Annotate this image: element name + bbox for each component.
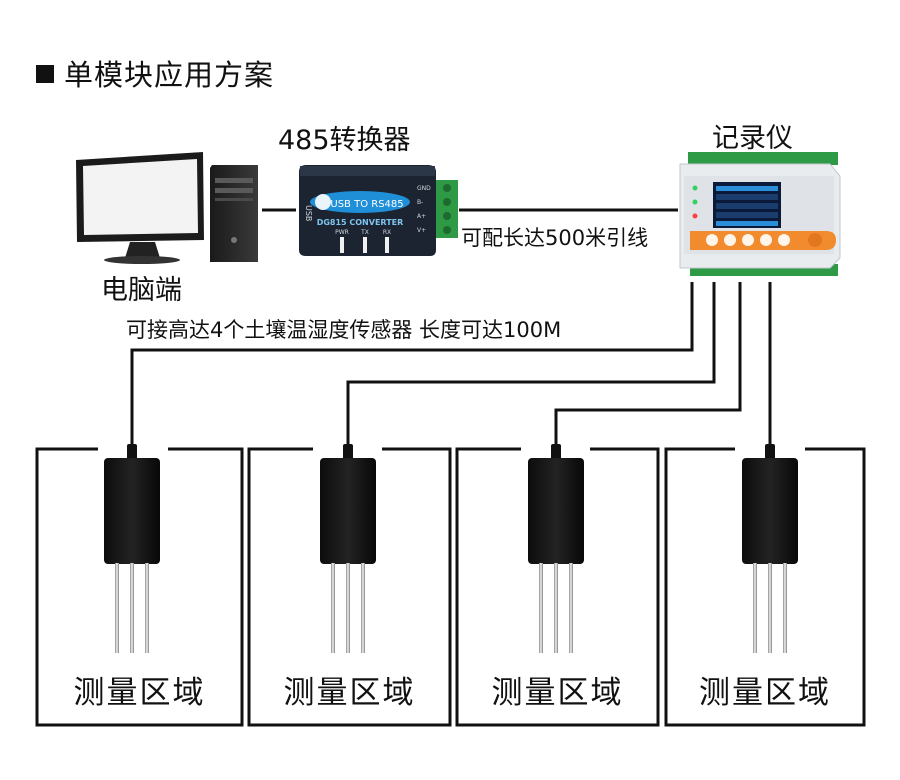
zone-border-2: [247, 447, 452, 727]
converter-pin-label: B-: [417, 199, 423, 206]
converter-led-label: RX: [383, 229, 391, 236]
zone-border-1: [35, 447, 244, 727]
converter-side-text: USB: [304, 205, 313, 221]
converter-pin-label: GND: [417, 185, 431, 192]
sensor-wire-1: [130, 282, 694, 444]
soil-sensor-icon: [320, 444, 376, 653]
converter-led-label: TX: [360, 229, 369, 236]
converter-pin-label: A+: [417, 213, 426, 220]
measurement-zones: [35, 447, 866, 727]
zone-border-4: [664, 447, 866, 727]
rs485-converter-icon: USB TO RS485 DG815 CONVERTER USB PWR TX …: [299, 165, 458, 256]
sensor-wire-2: [346, 282, 716, 444]
sensor-wires: [130, 282, 772, 444]
converter-panel-text: USB TO RS485: [330, 199, 403, 210]
recorder-label: 记录仪: [712, 123, 793, 154]
converter-recorder-note: 可配长达500米引线: [461, 226, 649, 250]
soil-sensor-icon: [742, 444, 798, 653]
zone-label: 测量区域: [491, 675, 624, 711]
converter-led-label: PWR: [335, 229, 349, 236]
converter-model-text: DG815 CONVERTER: [317, 218, 404, 227]
converter-label: 485转换器: [278, 125, 411, 156]
zone-label: 测量区域: [283, 675, 416, 711]
sensor-wire-3: [554, 282, 742, 444]
zone-label: 测量区域: [699, 675, 831, 711]
computer-label: 电脑端: [101, 275, 182, 306]
soil-sensor-icon: [528, 444, 584, 653]
page-title: 单模块应用方案: [64, 58, 275, 92]
sensor-bus-note: 可接高达4个土壤温湿度传感器 长度可达100M: [126, 318, 562, 342]
page-heading: 单模块应用方案: [36, 52, 274, 94]
soil-sensor-icon: [104, 444, 160, 653]
recorder-icon: [679, 152, 841, 276]
zone-label: 测量区域: [73, 675, 206, 711]
zone-border-3: [455, 447, 660, 727]
converter-pin-label: V+: [417, 227, 426, 234]
bullet-square-icon: [36, 65, 54, 83]
computer-icon: [76, 152, 258, 264]
